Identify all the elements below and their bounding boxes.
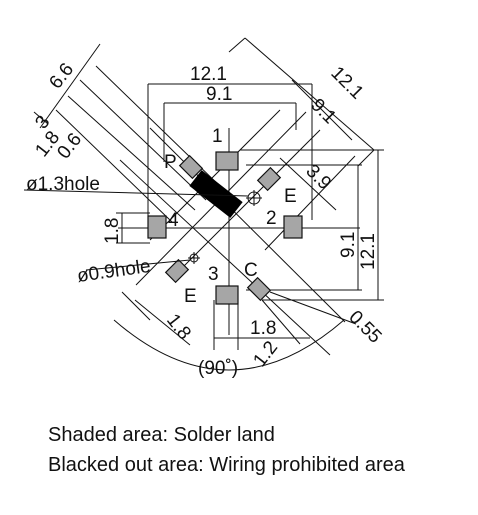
dim-1-2: 1.2 xyxy=(249,337,282,371)
pin-label-1: 1 xyxy=(212,126,223,147)
pad-pin3 xyxy=(215,285,239,305)
angle-label: (90˚) xyxy=(198,358,238,379)
dim-12-1-diag: 12.1 xyxy=(326,63,367,104)
dim-12-1-right: 12.1 xyxy=(358,233,379,270)
dim-1-8-bottom: 1.8 xyxy=(250,318,276,339)
legend-wiring-prohibited: Blacked out area: Wiring prohibited area xyxy=(48,454,405,476)
pin-label-3: 3 xyxy=(208,264,219,285)
pin-label-4: 4 xyxy=(168,210,179,231)
dimension-labels: 6.6 3 1.8 0.6 12.1 9.1 12.1 9.1 3.9 9.1 … xyxy=(31,59,385,379)
pad-pinE-upper xyxy=(256,166,282,192)
dim-12-1-top: 12.1 xyxy=(190,64,227,85)
pin-label-E-lower: E xyxy=(184,286,197,307)
hole-label-large: ø1.3hole xyxy=(26,174,100,195)
pin-label-P: P xyxy=(164,152,177,173)
solder-lands xyxy=(147,151,303,305)
dim-9-1-right: 9.1 xyxy=(338,232,359,258)
hole-label-small: ø0.9hole xyxy=(76,256,152,287)
dim-6-6: 6.6 xyxy=(45,59,78,93)
dim-1-8-bottom-left: 1.8 xyxy=(162,310,195,344)
dim-0-55: 0.55 xyxy=(344,307,385,348)
pin-labels: 1 2 3 4 P E E C xyxy=(164,126,297,307)
pad-pinC xyxy=(246,276,272,302)
wiring-prohibited-area xyxy=(189,170,243,218)
dim-1-8-left: 1.8 xyxy=(102,218,123,244)
pad-pin2 xyxy=(283,215,303,239)
pin-label-E-upper: E xyxy=(284,186,297,207)
pad-pinP xyxy=(178,154,204,180)
pin-label-C: C xyxy=(244,260,258,281)
legend-solder-land: Shaded area: Solder land xyxy=(48,424,275,446)
pin-label-2: 2 xyxy=(266,208,277,229)
pad-pin1 xyxy=(215,151,239,171)
dim-9-1-top: 9.1 xyxy=(206,84,232,105)
dim-3-9: 3.9 xyxy=(301,161,335,195)
dim-3: 3 xyxy=(31,112,54,133)
pad-pinE-lower xyxy=(164,258,190,284)
hole-labels: ø1.3hole ø0.9hole xyxy=(26,174,152,287)
pad-pin4 xyxy=(147,215,167,239)
dimension-lines xyxy=(33,37,384,371)
